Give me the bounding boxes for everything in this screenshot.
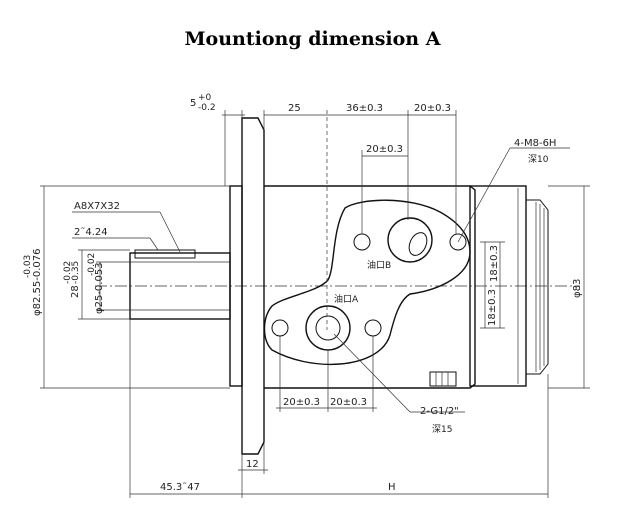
port-depth-label: 深15 [432,424,452,435]
port-callout-label: 2-G1/2" [420,406,459,417]
end-cap [526,199,549,375]
dim-36-label: 36±0.3 [346,103,383,114]
dim-20-bottom-right-label: 20±0.3 [330,397,367,408]
dim-18-right-label: 18±0.3 [489,245,500,282]
dim-25-label: 25 [288,103,301,114]
bolt-hole-icon [353,233,371,251]
bolt-leader [457,147,511,243]
bolt-hole-icon [449,233,467,251]
dim-45-label: 45.3˜47 [160,481,200,493]
port-a-bore [315,315,341,341]
port-plate [263,199,471,366]
port-b-label: 油口B [367,259,391,271]
port-b-passage [408,232,428,256]
dim-28-lower-label: -0.35 [71,261,81,284]
dim-25-shaft-upper-label: -0.02 [87,253,97,276]
shaft-dia-upper-label: -0.03 [23,255,33,278]
housing [264,185,476,389]
dim-28-label: 28 [70,285,81,298]
key [134,249,196,259]
bolt-depth-label: 深10 [528,154,549,165]
port-leader [333,333,411,413]
flange-thickness-label: 5 [190,98,196,109]
connector [429,371,457,387]
key-depth-label: 2˜4.24 [74,226,108,238]
dim-25-shaft-label: φ25-0.053 [94,262,105,314]
port-a-label: 油口A [334,293,359,305]
page-title: Mountiong dimension A [184,28,441,50]
dim-18-left-label: 18±0.3 [487,289,498,326]
port-b-circle [387,217,433,263]
dim-h-label: H [388,482,396,493]
dim-20-inner-label: 20±0.3 [366,144,403,155]
bolt-hole-icon [271,319,289,337]
bolt-hole-icon [364,319,382,337]
tol-lower-label: -0.2 [198,103,216,113]
dim-28-upper-label: -0.02 [63,261,73,284]
key-depth-leader [149,237,159,251]
tol-upper-label: +0 [198,93,212,103]
key-leader [159,211,181,253]
dim-20-top-label: 20±0.3 [414,103,451,114]
dim-83-label: φ83 [572,279,583,298]
dim-12-label: 12 [246,459,259,470]
dim-20-bottom-left-label: 20±0.3 [283,397,320,408]
end-cover [469,185,527,387]
key-label: A8X7X32 [74,201,120,212]
shaft-dia-label: φ82.55-0.076 [32,249,43,316]
bolt-callout-label: 4-M8-6H [514,138,556,149]
